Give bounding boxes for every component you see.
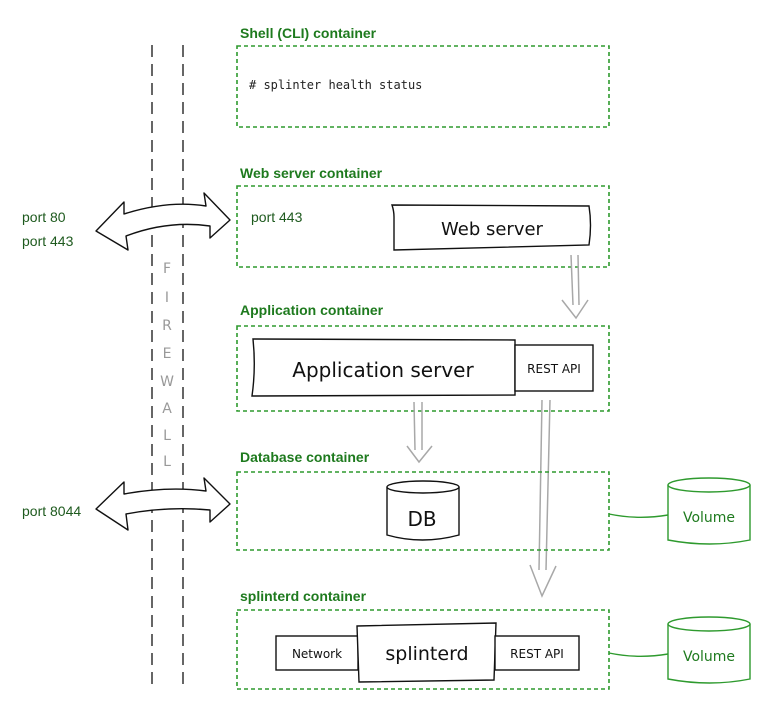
splinterd-rest-api-label: REST API bbox=[510, 647, 564, 661]
firewall-letter: E bbox=[163, 346, 172, 362]
splinterd-rest-api-box bbox=[494, 635, 580, 671]
db-cylinder-top bbox=[386, 480, 460, 494]
port-label: port 443 bbox=[22, 233, 74, 249]
db-volume-body bbox=[667, 485, 751, 545]
cli-command: # splinter health status bbox=[249, 78, 422, 92]
double-arrow-web-icon bbox=[95, 192, 231, 251]
arrow-app-to-db-icon bbox=[406, 401, 433, 464]
splinterd-box bbox=[356, 622, 497, 683]
network-label: Network bbox=[292, 647, 342, 661]
db-volume-link bbox=[608, 513, 669, 518]
splinterd-volume-body bbox=[667, 624, 751, 684]
db-label: DB bbox=[407, 507, 436, 531]
app-rest-api-label: REST API bbox=[527, 362, 581, 376]
app-rest-api-box bbox=[514, 344, 594, 392]
splinterd-volume-top bbox=[667, 616, 751, 632]
splinterd-volume-link bbox=[608, 652, 669, 657]
web-container-box bbox=[236, 185, 610, 268]
firewall-label: F I R E W A L L bbox=[160, 261, 174, 470]
firewall-letter: F bbox=[163, 261, 171, 277]
app-container-box bbox=[236, 325, 610, 412]
firewall-letter: A bbox=[162, 401, 172, 417]
firewall-letter: L bbox=[163, 428, 171, 444]
shell-container-box bbox=[236, 45, 610, 128]
db-container-box bbox=[236, 471, 610, 551]
splinterd-label: splinterd bbox=[385, 643, 468, 665]
firewall-letter: I bbox=[165, 290, 169, 306]
splinterd-volume-label: Volume bbox=[683, 649, 735, 665]
db-cylinder-body bbox=[386, 487, 460, 541]
container-title: splinterd container bbox=[240, 588, 367, 604]
double-arrow-db-icon bbox=[95, 477, 231, 531]
application-server-label: Application server bbox=[292, 358, 474, 382]
firewall-letter: L bbox=[163, 454, 171, 470]
container-title: Database container bbox=[240, 449, 370, 465]
firewall-letter: W bbox=[160, 374, 174, 390]
container-title: Application container bbox=[240, 302, 384, 318]
db-volume-label: Volume bbox=[683, 510, 735, 526]
db-volume-top bbox=[667, 477, 751, 493]
port-label: port 8044 bbox=[22, 503, 81, 519]
application-server-box bbox=[251, 338, 516, 397]
web-port-label: port 443 bbox=[251, 209, 303, 225]
splinterd-container-box bbox=[236, 609, 610, 690]
web-server-label: Web server bbox=[441, 219, 544, 240]
arrow-web-to-app-icon bbox=[561, 254, 589, 320]
firewall-letter: R bbox=[162, 318, 172, 334]
container-title: Web server container bbox=[240, 165, 383, 181]
web-server-box bbox=[391, 204, 592, 251]
container-title: Shell (CLI) container bbox=[240, 25, 377, 41]
port-label: port 80 bbox=[22, 209, 66, 225]
arrow-api-to-splinterd-icon bbox=[529, 399, 557, 598]
